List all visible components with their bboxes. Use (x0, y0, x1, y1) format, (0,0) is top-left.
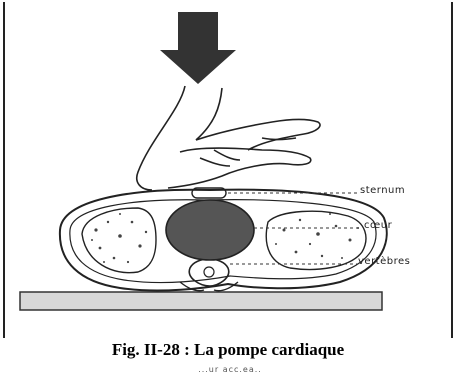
pressure-arrow-icon (160, 12, 236, 84)
figure-caption: Fig. II-28 : La pompe cardiaque (0, 340, 456, 360)
support-board (20, 292, 382, 310)
label-sternum: sternum (360, 185, 405, 196)
heart-shape (166, 200, 254, 260)
label-vertebres: vertèbres (358, 256, 410, 267)
caption-fragment: ...ur acc.ea.. (150, 365, 310, 376)
label-coeur: cœur (364, 220, 392, 231)
arm (137, 86, 320, 190)
vertebra-bone (189, 259, 228, 286)
